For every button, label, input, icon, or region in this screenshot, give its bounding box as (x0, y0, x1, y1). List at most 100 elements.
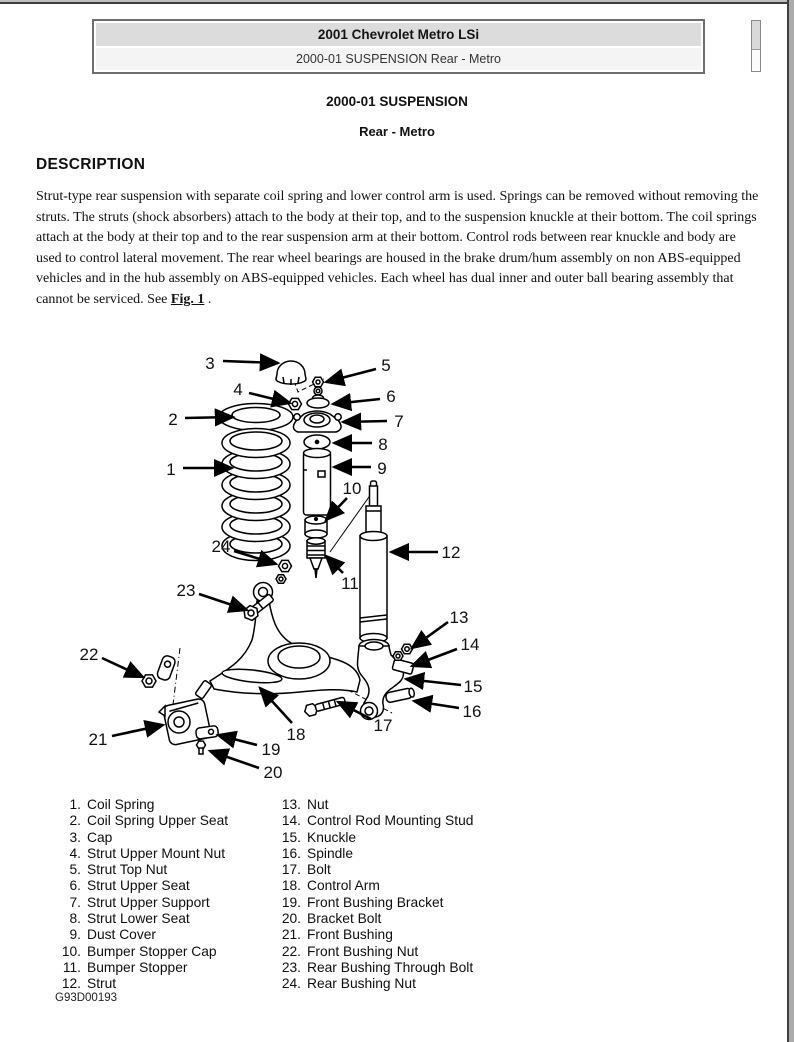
part-list-item: 6. Strut Upper Seat (55, 878, 228, 894)
callout-number-7: 7 (394, 412, 403, 431)
coil-spring (221, 427, 291, 562)
callout-number-19: 19 (262, 740, 281, 759)
callout-arrow-7 (340, 412, 388, 431)
part-list-item: 16.Spindle (275, 846, 473, 862)
part-label: Control Rod Mounting Stud (307, 813, 474, 829)
callout-number-11: 11 (341, 574, 359, 593)
callout-arrow-17 (335, 700, 372, 721)
part-label: Knuckle (307, 829, 357, 845)
callout-arrow-14 (409, 647, 458, 669)
control-rod-mounting-stud (391, 658, 415, 675)
part-list-item: 21.Front Bushing (275, 927, 473, 943)
part-list-item: 20. Bracket Bolt (275, 911, 473, 927)
part-list-item: 10. Bumper Stopper Cap (55, 944, 228, 960)
part-label: Bumper Stopper Cap (87, 943, 217, 959)
part-label: Strut Lower Seat (87, 911, 190, 927)
figure-1-link[interactable]: Fig. 1 (170, 291, 205, 307)
part-number: 3. (69, 829, 81, 845)
part-label: Strut Upper Support (87, 894, 210, 910)
callout-number-12: 12 (442, 543, 461, 562)
bumper-stopper (306, 537, 326, 579)
part-number: 14. (281, 813, 301, 829)
callout-arrow-20 (207, 748, 260, 770)
part-number: 20. (281, 911, 301, 927)
front-bushing-bracket (195, 725, 219, 740)
section-subtitle: Rear - Metro (359, 124, 435, 139)
callout-number-17: 17 (374, 716, 393, 735)
part-number: 12. (61, 976, 81, 992)
callout-arrow-2 (184, 408, 236, 427)
part-number: 16. (281, 845, 301, 861)
callout-arrow-6 (330, 393, 381, 412)
part-label: Rear Bushing Nut (307, 976, 416, 992)
part-number: 6. (69, 878, 81, 894)
part-number: 17. (281, 862, 301, 878)
part-list-item: 15.Knuckle (275, 830, 473, 846)
part-label: Coil Spring Upper Seat (87, 813, 229, 829)
part-number: 18. (281, 878, 301, 894)
scrollbar-thumb[interactable] (752, 21, 760, 50)
strut-top-nut (311, 376, 325, 396)
callout-number-20: 20 (264, 763, 283, 782)
part-list-item: 18. Control Arm (275, 878, 473, 894)
callout-number-18: 18 (287, 725, 306, 744)
part-list-item: 2. Coil Spring Upper Seat (55, 813, 228, 829)
front-bushing-nut (141, 655, 176, 688)
callout-number-1: 1 (166, 460, 175, 479)
part-number: 10. (61, 943, 81, 959)
callout-arrow-4 (248, 389, 293, 408)
control-arm (194, 581, 361, 700)
part-list-item: 22.Front Bushing Nut (275, 944, 473, 960)
part-list-item: 24.Rear Bushing Nut (275, 976, 473, 992)
part-list-item: 3.Cap (55, 830, 228, 846)
part-label: Bracket Bolt (307, 911, 382, 927)
part-list-item: 9.Dust Cover (55, 927, 228, 943)
part-label: Control Arm (307, 878, 380, 894)
part-label: Strut Upper Seat (87, 878, 190, 894)
part-number: 23. (281, 959, 301, 975)
description-heading: DESCRIPTION (36, 156, 146, 173)
page-top-border (0, 2, 794, 4)
part-label: Bolt (307, 862, 331, 878)
description-paragraph: Strut-type rear suspension with separate… (36, 187, 762, 311)
scrollbar[interactable] (751, 20, 761, 72)
ball-stud (194, 680, 213, 700)
document-header-table: 2001 Chevrolet Metro LSi 2000-01 SUSPENS… (92, 19, 705, 74)
document-title: 2000-01 SUSPENSION Rear - Metro (96, 48, 701, 70)
part-label: Strut Upper Mount Nut (87, 845, 226, 861)
cap (275, 360, 307, 385)
callout-arrow-16 (411, 694, 460, 713)
callout-number-13: 13 (450, 608, 469, 627)
callout-arrow-19 (215, 730, 258, 749)
callout-arrow-21 (111, 719, 166, 738)
rear-bushing-nut (275, 559, 293, 585)
page-top-edge (0, 0, 794, 2)
callout-number-3: 3 (205, 354, 214, 373)
part-number: 1. (69, 797, 81, 812)
part-list-item: 14. Control Rod Mounting Stud (275, 813, 474, 829)
callout-number-4: 4 (233, 380, 242, 399)
callout-arrow-24 (233, 549, 279, 568)
part-number: 21. (281, 927, 301, 943)
part-list-item: 12.Strut (55, 976, 228, 992)
bolt (303, 696, 346, 718)
callout-number-23: 23 (177, 581, 196, 600)
page-right-gutter (789, 0, 794, 1042)
part-number: 9. (69, 927, 81, 943)
callout-arrow-22 (101, 656, 146, 679)
part-number: 7. (69, 894, 81, 910)
part-number: 5. (69, 862, 81, 878)
callout-number-14: 14 (461, 635, 480, 654)
callout-number-5: 5 (381, 356, 390, 375)
strut (359, 480, 388, 644)
part-list-item: 4.Strut Upper Mount Nut (55, 846, 228, 862)
part-number: 2. (69, 813, 81, 829)
part-list-item: 1.Coil Spring (55, 797, 228, 813)
callout-number-21: 21 (89, 730, 108, 749)
part-number: 11. (62, 959, 81, 975)
part-list-item: 7. Strut Upper Support (55, 895, 228, 911)
part-label: Front Bushing Bracket (307, 894, 444, 910)
part-list-item: 8.Strut Lower Seat (55, 911, 228, 927)
